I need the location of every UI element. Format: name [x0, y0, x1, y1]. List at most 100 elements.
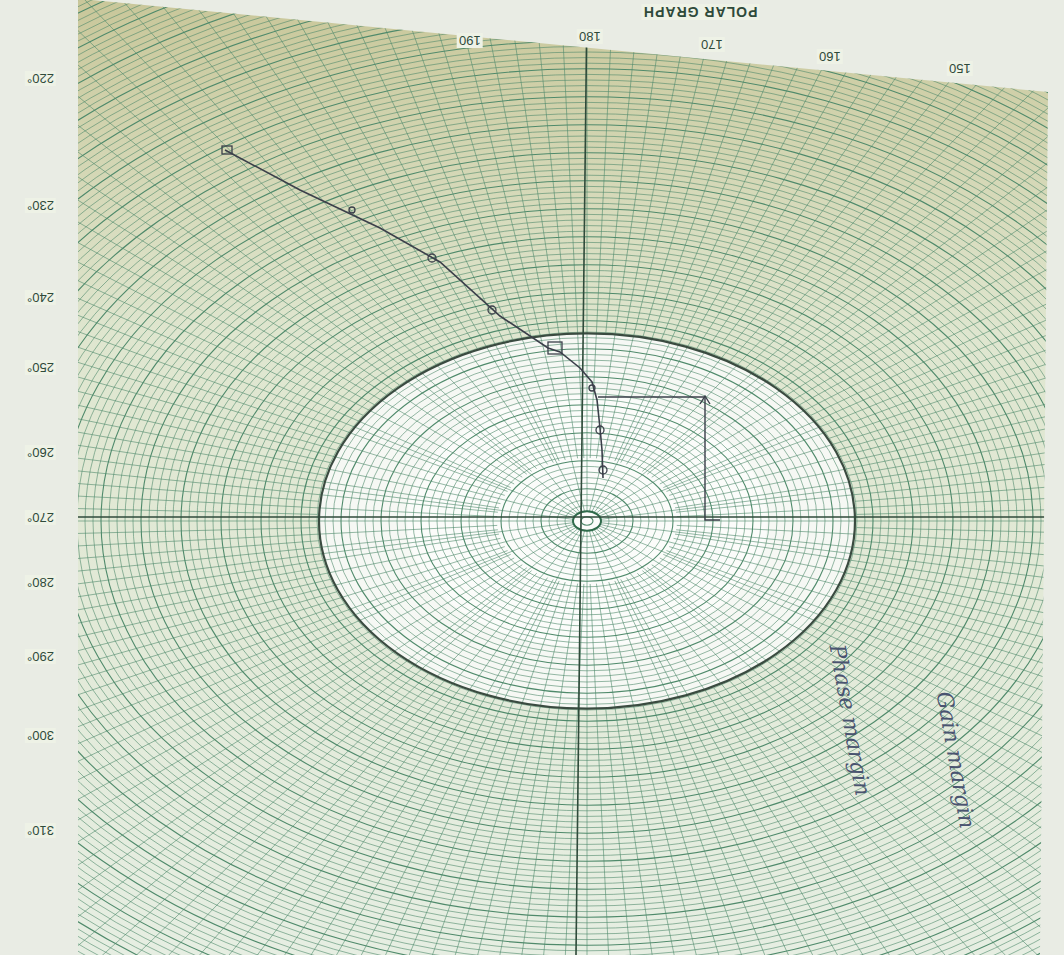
grid-radial: [0, 0, 527, 474]
margin-bracket: [598, 397, 720, 520]
grid-circle: [0, 52, 1064, 955]
grid-radial: [660, 0, 1064, 484]
grid-radial: [598, 527, 1064, 955]
grid-radial: [596, 529, 1064, 955]
angle-label: 190: [457, 33, 483, 48]
grid-radial: [600, 186, 1064, 518]
grid-radial: [661, 703, 972, 955]
grid-radial: [0, 567, 325, 758]
grid-radial: [647, 568, 1064, 955]
grid-radial: [666, 551, 1064, 955]
grid-radial: [594, 0, 1064, 513]
grid-radial: [677, 453, 1064, 517]
angle-label: 220°: [25, 71, 56, 86]
grid-radial: [589, 0, 830, 511]
grid-radial: [621, 579, 1064, 955]
grid-radial: [0, 538, 500, 791]
grid-radial: [857, 528, 1064, 556]
grid-radial: [0, 351, 573, 519]
grid-radial: [0, 527, 576, 955]
grid-circle: [0, 18, 1064, 955]
grid-radial: [625, 0, 782, 334]
horizontal-axis: [0, 516, 1064, 518]
grid-radial: [0, 0, 444, 361]
grid-radial: [830, 91, 1064, 438]
grid-radial: [0, 0, 386, 395]
grid-radial: [0, 525, 497, 589]
grid-radial: [0, 0, 532, 471]
grid-radial: [0, 558, 514, 955]
grid-radial: [0, 541, 318, 624]
grid-radial: [844, 218, 1064, 462]
grid-radial: [0, 528, 317, 556]
grid-radial: [677, 525, 1064, 589]
grid-radial: [0, 529, 578, 955]
grid-radial: [248, 0, 565, 460]
grid-radial: [589, 531, 830, 955]
grid-radial: [606, 0, 685, 332]
grid-radial: [0, 284, 325, 475]
grid-radial: [746, 0, 1064, 368]
grid-radial: [0, 547, 505, 920]
angle-label: 300°: [25, 728, 56, 743]
grid-radial: [590, 0, 636, 458]
angle-label: 180: [577, 29, 603, 44]
grid-radial: [697, 694, 1064, 955]
angle-label: 230°: [25, 198, 56, 213]
grid-radial: [856, 419, 1064, 502]
grid-circle: [581, 517, 593, 525]
grid-radial: [18, 0, 478, 348]
polar-plot-curve: [225, 150, 603, 478]
grid-circle: [0, 35, 1064, 955]
angle-label: 150: [947, 61, 973, 76]
grid-radial: [615, 581, 1020, 955]
angle-label: 270°: [25, 510, 56, 525]
grid-radial: [643, 0, 878, 336]
grid-radial: [0, 0, 514, 484]
grid-radial: [296, 706, 531, 955]
vertical-axis: [576, 0, 587, 955]
grid-radial: [775, 0, 1064, 385]
grid-radial: [154, 0, 559, 461]
grid-radial: [676, 530, 1064, 658]
grid-radial: [0, 122, 505, 495]
grid-radial: [675, 534, 1064, 725]
grid-radial: [0, 554, 511, 955]
grid-radial: [248, 582, 565, 955]
grid-radial: [392, 0, 549, 334]
grid-radial: [0, 592, 337, 888]
arrow-tip: [700, 396, 710, 404]
center-ring: [573, 511, 601, 531]
grid-circle: [0, 30, 1064, 955]
grid-radial: [0, 647, 386, 955]
grid-radial: [837, 154, 1064, 450]
angle-label: 310°: [25, 823, 56, 838]
grid-radial: [615, 0, 1020, 461]
grid-radial: [788, 0, 1064, 395]
grid-radial: [606, 710, 685, 955]
grid-radial: [609, 582, 926, 955]
